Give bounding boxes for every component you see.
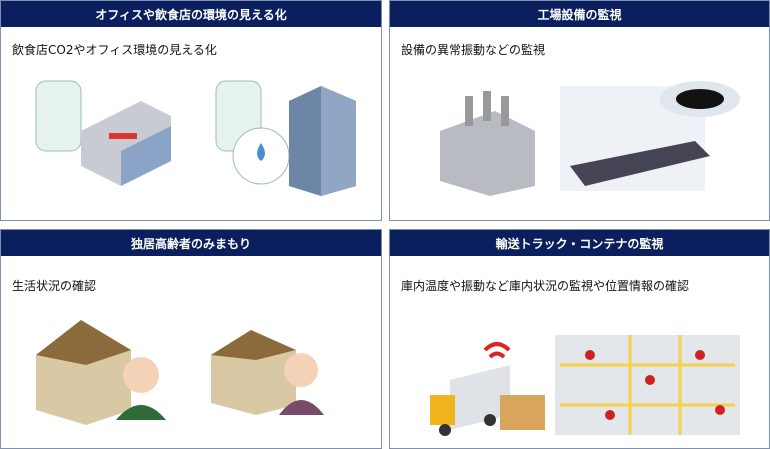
panel-subtitle: 飲食店CO2やオフィス環境の見える化 (12, 43, 217, 57)
panel-title: 工場設備の監視 (390, 1, 769, 27)
wireless-signal-icon (483, 342, 511, 359)
elderly-home-illustration (36, 320, 324, 425)
map-with-pins (555, 335, 740, 435)
panel-truck-container-monitoring: 輸送トラック・コンテナの監視 庫内温度や振動など庫内状況の監視や位置情報の確認 (389, 229, 770, 449)
panel-title: 独居高齢者のみまもり (1, 230, 381, 256)
panel-title: 輸送トラック・コンテナの監視 (390, 230, 769, 256)
co2-sensor-icon (35, 80, 82, 152)
panel-subtitle: 庫内温度や振動など庫内状況の監視や位置情報の確認 (401, 279, 690, 293)
factory-building (440, 111, 535, 196)
truck-map-illustration (430, 335, 740, 436)
panel-subtitle: 設備の異常振動などの監視 (401, 43, 546, 57)
panel-factory-monitoring: 工場設備の監視 設備の異常振動などの監視 (389, 0, 770, 221)
panel-title: オフィスや飲食店の環境の見える化 (1, 1, 381, 27)
panel-office-monitoring: オフィスや飲食店の環境の見える化 飲食店CO2やオフィス環境の見える化 (0, 0, 382, 221)
elderly-woman-avatar (284, 353, 318, 387)
panel-subtitle: 生活状況の確認 (12, 279, 97, 293)
truck-icon (450, 365, 510, 430)
factory-illustration (440, 81, 740, 196)
panel-elderly-watch: 独居高齢者のみまもり 生活状況の確認 (0, 229, 382, 449)
elderly-man-avatar (123, 357, 159, 393)
office-restaurant-illustration (35, 80, 356, 196)
cardboard-boxes-icon (500, 395, 545, 430)
